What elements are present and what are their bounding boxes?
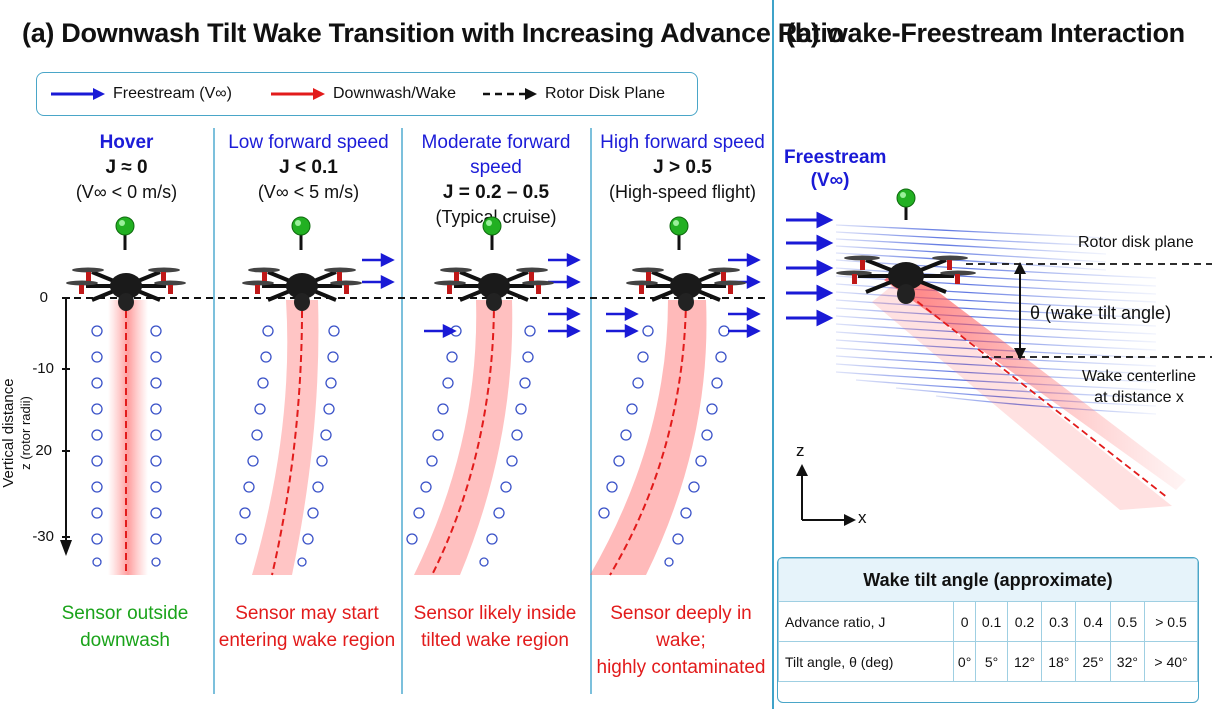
axis-tick: -30: [32, 528, 54, 545]
theta-label: θ (wake tilt angle): [1030, 303, 1172, 323]
dashed-arrow-icon: [483, 88, 537, 100]
sensor-status-line: entering wake region: [218, 630, 396, 651]
sensor-status-line: highly contaminated: [596, 657, 766, 678]
panel-b-title: (b) wake-Freestream Interaction: [786, 18, 1185, 48]
column-divider: [590, 128, 592, 694]
red-arrow-icon: [271, 88, 325, 100]
column-header-moderate: Moderate forward speed J = 0.2 – 0.5 (Ty…: [398, 130, 594, 230]
table-cell: 0.1: [975, 601, 1008, 642]
column-label: Moderate forward speed: [421, 132, 571, 178]
column-label: Hover: [99, 132, 154, 153]
column-advance-ratio: J < 0.1: [279, 157, 338, 178]
drone-icon: [624, 265, 748, 313]
table-cell: 5°: [975, 641, 1008, 682]
table-cell: 0.5: [1109, 601, 1146, 642]
sensor-status-line: Sensor may start: [235, 603, 379, 624]
wake-tilt-table: Wake tilt angle (approximate) Advance ra…: [777, 557, 1199, 703]
legend-freestream: Freestream (V∞): [49, 85, 232, 103]
freestream-label: Freestream (V∞): [784, 146, 887, 192]
legend-downwash: Downwash/Wake: [269, 85, 456, 103]
table-caption: Wake tilt angle (approximate): [778, 558, 1198, 602]
sensor-status-line: Sensor likely inside: [413, 603, 577, 624]
table-cell: 18°: [1041, 641, 1077, 682]
freestream-label-line: (V∞): [810, 170, 850, 191]
drone-icon: [432, 265, 556, 313]
column-header-high: High forward speed J > 0.5 (High-speed f…: [590, 130, 775, 205]
row-header: Advance ratio, J: [778, 601, 954, 642]
panel-divider: [772, 0, 774, 709]
table-cell: 0.2: [1006, 601, 1043, 642]
axis-tick: 0: [39, 289, 48, 306]
table-cell: 0°: [952, 641, 977, 682]
column-label: High forward speed: [600, 132, 765, 153]
sensor-icon: [290, 215, 312, 252]
axis-label-line: Vertical distance: [0, 378, 17, 488]
wake-high-speed: [590, 299, 730, 576]
freestream-label-line: Freestream: [784, 147, 887, 168]
wake-low-speed: [235, 299, 340, 576]
sensor-status-low: Sensor may start entering wake region: [212, 600, 402, 654]
freestream-arrows-low: [362, 252, 395, 290]
wake-diagram: [60, 215, 766, 576]
sensor-status-line: Sensor outside: [61, 603, 189, 624]
table-cell: 25°: [1075, 641, 1111, 682]
legend: Freestream (V∞) Downwash/Wake Rotor Disk…: [36, 72, 698, 116]
freestream-arrows-moderate: [424, 252, 581, 339]
column-speed: (V∞ < 0 m/s): [75, 182, 178, 202]
legend-rotor-plane: Rotor Disk Plane: [481, 85, 665, 103]
column-label: Low forward speed: [228, 132, 389, 153]
centerline-label-line: Wake centerline: [1081, 368, 1197, 385]
table-cell: 0: [952, 601, 977, 642]
column-divider: [401, 128, 403, 694]
column-advance-ratio: J > 0.5: [653, 157, 712, 178]
column-header-hover: Hover J ≈ 0 (V∞ < 0 m/s): [34, 130, 219, 205]
x-axis-label: x: [858, 508, 867, 527]
table-row: Tilt angle, θ (deg) 0° 5° 12° 18° 25° 32…: [778, 641, 1198, 682]
column-advance-ratio: J = 0.2 – 0.5: [442, 182, 550, 203]
wake-hover: [91, 300, 162, 575]
table-cell: 0.4: [1075, 601, 1111, 642]
table-cell: 0.3: [1041, 601, 1077, 642]
axis-tick: 20: [35, 442, 52, 459]
legend-freestream-label: Freestream (V∞): [113, 85, 232, 102]
table-cell: > 0.5: [1144, 601, 1198, 642]
sensor-icon: [481, 215, 503, 252]
axis-tick: -10: [32, 360, 54, 377]
sensor-status-line: Sensor deeply in wake;: [610, 603, 752, 651]
sensor-status-moderate: Sensor likely inside tilted wake region: [400, 600, 590, 654]
table-cell: 12°: [1006, 641, 1043, 682]
wake-moderate-speed: [406, 299, 536, 576]
legend-downwash-label: Downwash/Wake: [333, 85, 457, 102]
legend-rotor-plane-label: Rotor Disk Plane: [545, 85, 666, 102]
sensor-icon: [114, 215, 136, 252]
rotor-plane-label: Rotor disk plane: [1078, 234, 1194, 251]
sensor-status-line: tilted wake region: [421, 630, 569, 651]
blue-arrow-icon: [51, 88, 105, 100]
row-header: Tilt angle, θ (deg): [778, 641, 954, 682]
axis-label: Vertical distance z (rotor radii): [0, 358, 34, 508]
axis-label-line: z (rotor radii): [18, 396, 33, 470]
column-speed: (Typical cruise): [435, 207, 557, 227]
drone-icon: [240, 265, 364, 313]
column-header-low: Low forward speed J < 0.1 (V∞ < 5 m/s): [216, 130, 401, 205]
sensor-status-line: downwash: [80, 630, 170, 651]
sensor-status-high: Sensor deeply in wake; highly contaminat…: [586, 600, 776, 681]
column-speed: (High-speed flight): [608, 182, 757, 202]
panel-a-title: (a) Downwash Tilt Wake Transition with I…: [22, 18, 844, 48]
table-cell: 32°: [1109, 641, 1146, 682]
column-divider: [213, 128, 215, 694]
freestream-interaction-diagram: [786, 188, 1212, 526]
table-cell: > 40°: [1144, 641, 1198, 682]
column-advance-ratio: J ≈ 0: [105, 157, 148, 178]
sensor-status-hover: Sensor outside downwash: [30, 600, 220, 654]
sensor-icon: [668, 215, 690, 252]
centerline-label-line: at distance x: [1094, 389, 1184, 406]
table-row: Advance ratio, J 0 0.1 0.2 0.3 0.4 0.5 >…: [778, 601, 1198, 642]
freestream-arrows-high: [606, 252, 761, 339]
column-speed: (V∞ < 5 m/s): [257, 182, 360, 202]
drone-icon: [64, 265, 188, 313]
z-axis-label: z: [796, 441, 805, 460]
wake-centerline-label: Wake centerline at distance x: [1074, 366, 1204, 408]
